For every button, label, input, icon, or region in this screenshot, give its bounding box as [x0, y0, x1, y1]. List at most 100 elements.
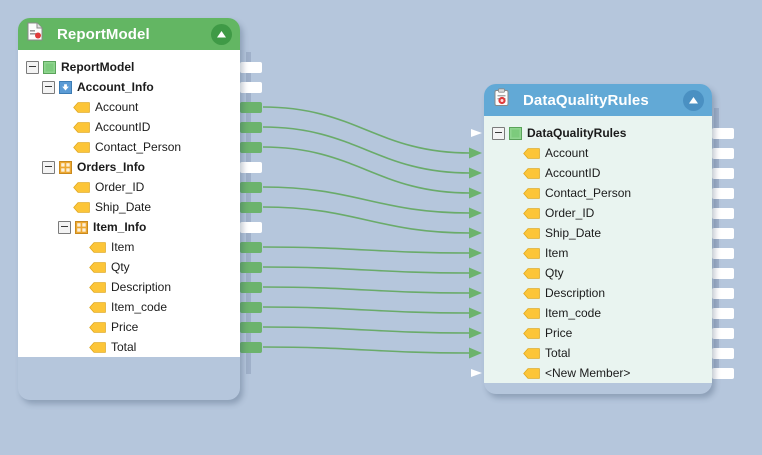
yellow-tag-icon	[523, 287, 540, 299]
connector-line[interactable]	[262, 346, 471, 354]
input-port-connected	[469, 247, 482, 259]
tree-row-label: Item_code	[545, 306, 602, 320]
connector-line[interactable]	[262, 246, 471, 254]
input-port-connected	[469, 267, 482, 279]
connector-line[interactable]	[262, 206, 471, 234]
tree-row[interactable]: Orders_Info	[18, 157, 240, 177]
yellow-tag-icon	[89, 321, 106, 333]
output-port-empty[interactable]	[712, 367, 734, 379]
tree-row-label: DataQualityRules	[527, 126, 627, 140]
yellow-tag-icon	[523, 247, 540, 259]
tree-row[interactable]: Item	[484, 243, 712, 263]
output-port-empty[interactable]	[240, 161, 262, 173]
output-port-connected[interactable]	[240, 141, 262, 153]
connector-line[interactable]	[262, 306, 471, 314]
tree-row[interactable]: Account_Info	[18, 77, 240, 97]
tree-row-label: Account_Info	[77, 80, 154, 94]
output-port-empty[interactable]	[712, 147, 734, 159]
output-port-connected[interactable]	[240, 201, 262, 213]
yellow-tag-icon	[89, 281, 106, 293]
output-port-empty[interactable]	[712, 267, 734, 279]
tree-row[interactable]: Total	[484, 343, 712, 363]
tree-row[interactable]: Account	[484, 143, 712, 163]
expander-collapse-icon[interactable]	[42, 80, 55, 94]
yellow-tag-icon	[523, 207, 540, 219]
output-port-empty[interactable]	[240, 221, 262, 233]
connector-line[interactable]	[262, 146, 471, 194]
output-port-empty[interactable]	[712, 187, 734, 199]
output-port-connected[interactable]	[240, 341, 262, 353]
output-port-connected[interactable]	[240, 181, 262, 193]
tree-row[interactable]: Ship_Date	[484, 223, 712, 243]
node-title-data-quality-rules: DataQualityRules	[523, 91, 649, 109]
tree-row[interactable]: Item_Info	[18, 217, 240, 237]
expander-collapse-icon[interactable]	[42, 160, 55, 174]
tree-row[interactable]: Item_code	[18, 297, 240, 317]
output-port-empty[interactable]	[712, 287, 734, 299]
triangle-up-icon[interactable]	[211, 23, 232, 45]
tree-row[interactable]: Total	[18, 337, 240, 357]
output-port-empty[interactable]	[712, 167, 734, 179]
output-port-connected[interactable]	[240, 281, 262, 293]
output-port-connected[interactable]	[240, 261, 262, 273]
expander-collapse-icon[interactable]	[58, 220, 71, 234]
tree-row-label: Item_Info	[93, 220, 147, 234]
tree-row[interactable]: Contact_Person	[18, 137, 240, 157]
yellow-tag-icon	[89, 341, 106, 353]
output-port-empty[interactable]	[712, 247, 734, 259]
output-port-connected[interactable]	[240, 121, 262, 133]
tree-row[interactable]: Price	[18, 317, 240, 337]
yellow-tag-icon	[523, 267, 540, 279]
connector-line[interactable]	[262, 186, 471, 214]
output-port-empty[interactable]	[712, 347, 734, 359]
tree-row[interactable]: Qty	[484, 263, 712, 283]
tree-row[interactable]: Price	[484, 323, 712, 343]
tree-row[interactable]: Qty	[18, 257, 240, 277]
clipboard-rules-icon	[493, 88, 510, 112]
tree-row[interactable]: Order_ID	[18, 177, 240, 197]
input-port-connected	[469, 187, 482, 199]
tree-row[interactable]: Ship_Date	[18, 197, 240, 217]
tree-row[interactable]: <New Member>	[484, 363, 712, 383]
expander-collapse-icon[interactable]	[492, 126, 505, 140]
output-port-empty[interactable]	[712, 307, 734, 319]
tree-row[interactable]: Item_code	[484, 303, 712, 323]
yellow-tag-icon	[73, 181, 90, 193]
output-port-empty[interactable]	[712, 127, 734, 139]
connector-line[interactable]	[262, 126, 471, 174]
expander-collapse-icon[interactable]	[26, 60, 39, 74]
connector-line[interactable]	[262, 326, 471, 334]
tree-row[interactable]: Order_ID	[484, 203, 712, 223]
node-header-report-model[interactable]: ReportModel	[18, 18, 240, 50]
output-port-connected[interactable]	[240, 241, 262, 253]
node-header-data-quality-rules[interactable]: DataQualityRules	[484, 84, 712, 116]
output-port-connected[interactable]	[240, 321, 262, 333]
output-port-empty[interactable]	[240, 61, 262, 73]
input-port-connected	[469, 287, 482, 299]
tree-row[interactable]: Description	[484, 283, 712, 303]
output-port-empty[interactable]	[712, 207, 734, 219]
tree-row[interactable]: Item	[18, 237, 240, 257]
tree-row[interactable]: Description	[18, 277, 240, 297]
tree-row[interactable]: AccountID	[484, 163, 712, 183]
output-port-empty[interactable]	[712, 327, 734, 339]
connector-line[interactable]	[262, 106, 471, 154]
triangle-up-icon[interactable]	[683, 89, 704, 111]
output-port-empty[interactable]	[240, 81, 262, 93]
output-port-connected[interactable]	[240, 301, 262, 313]
connector-line[interactable]	[262, 286, 471, 294]
output-port-connected[interactable]	[240, 101, 262, 113]
tree-row[interactable]: ReportModel	[18, 57, 240, 77]
tree-row[interactable]: DataQualityRules	[484, 123, 712, 143]
output-port-empty[interactable]	[712, 227, 734, 239]
tree-row[interactable]: AccountID	[18, 117, 240, 137]
tree-row[interactable]: Contact_Person	[484, 183, 712, 203]
yellow-tag-icon	[89, 261, 106, 273]
tree-row[interactable]: Account	[18, 97, 240, 117]
connector-line[interactable]	[262, 266, 471, 274]
